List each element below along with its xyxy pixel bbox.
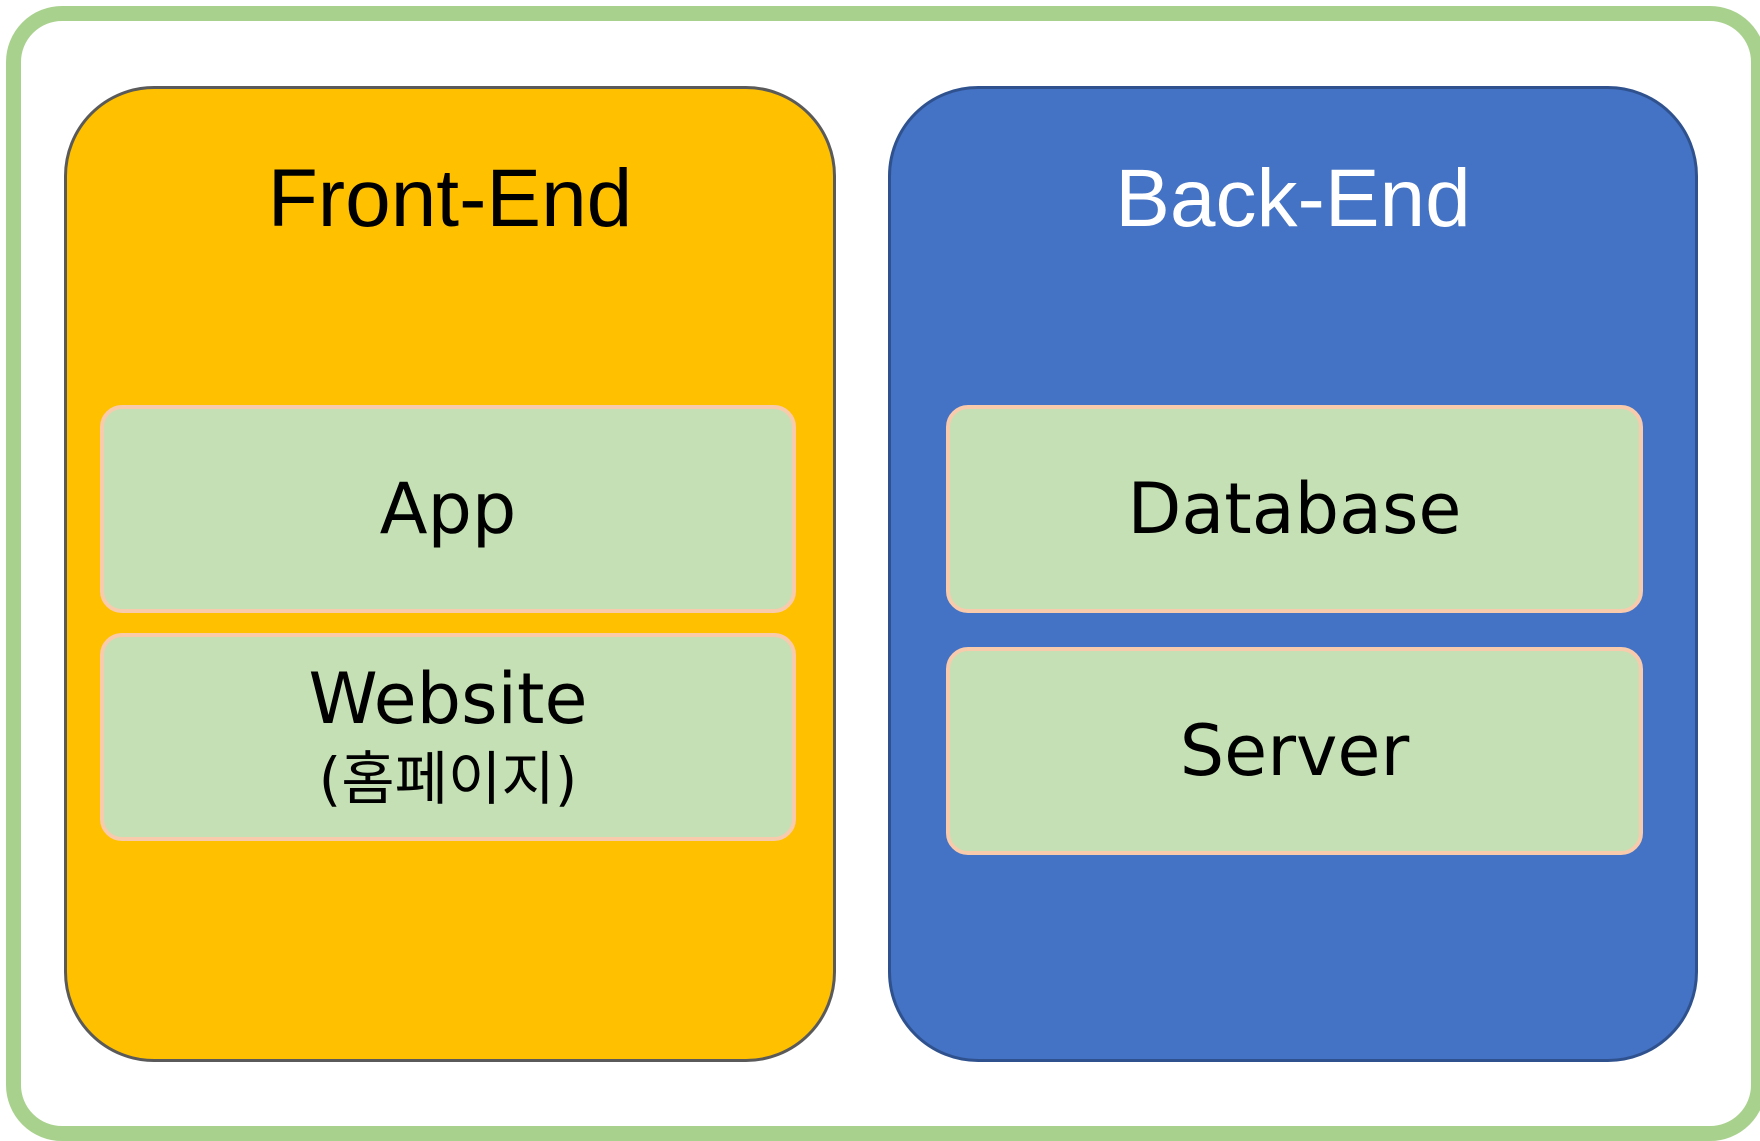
website-box: Website (홈페이지): [100, 633, 796, 841]
website-sublabel: (홈페이지): [318, 745, 578, 813]
back-end-title: Back-End: [1115, 153, 1471, 244]
database-box: Database: [946, 405, 1643, 613]
website-label: Website: [308, 658, 588, 740]
app-box: App: [100, 405, 796, 613]
server-box: Server: [946, 647, 1643, 855]
database-label: Database: [1127, 468, 1462, 550]
app-label: App: [379, 468, 517, 550]
server-label: Server: [1179, 710, 1410, 792]
back-end-panel: Back-End Database Server: [888, 86, 1698, 1062]
front-end-title: Front-End: [267, 153, 633, 244]
front-end-panel: Front-End App Website (홈페이지): [64, 86, 836, 1062]
